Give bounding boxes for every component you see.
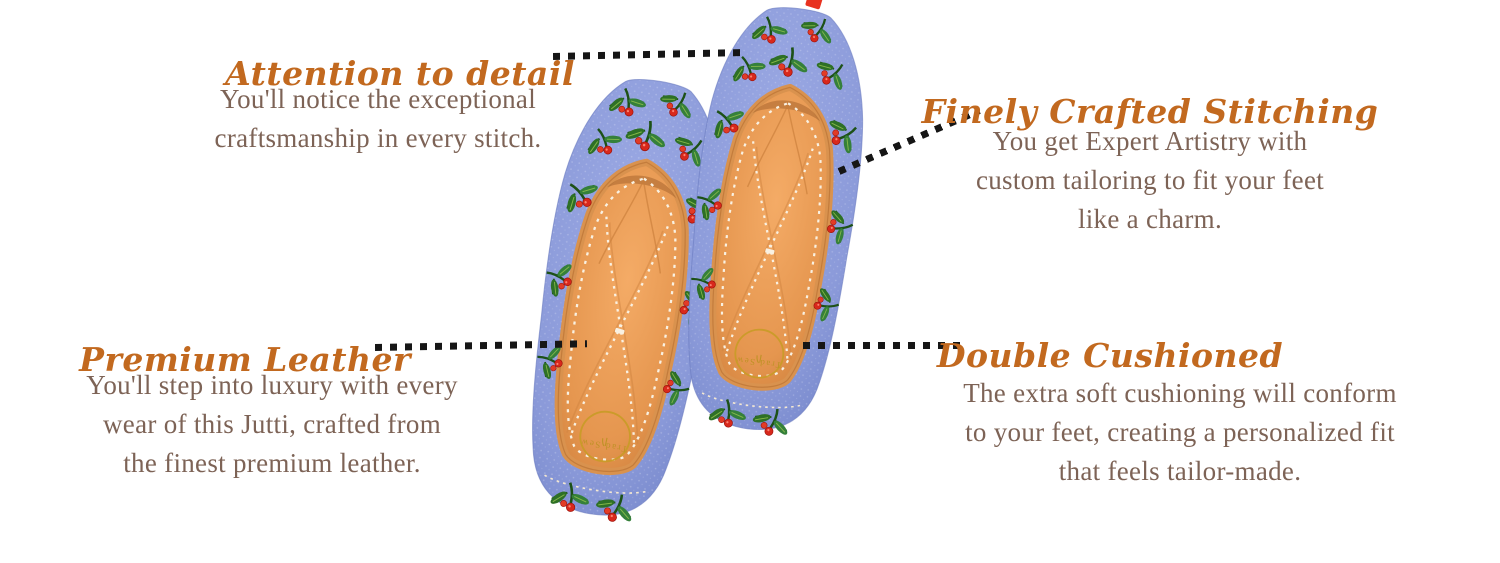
callout-body-double-cushioned: The extra soft cushioning will conform t… xyxy=(963,374,1397,491)
callout-body-line: craftsmanship in every stitch. xyxy=(214,123,542,153)
callout-title-premium-leather: Premium Leather xyxy=(79,340,411,380)
callout-body-line: like a charm. xyxy=(1077,204,1223,234)
red-tag xyxy=(805,0,823,10)
callout-body-finely-crafted-stitching: You get Expert Artistry with custom tail… xyxy=(976,122,1324,239)
callout-body-line: custom tailoring to fit your feet xyxy=(975,165,1325,195)
callout-body-attention-to-detail: You'll notice the exceptional craftsmans… xyxy=(215,80,542,158)
callout-body-line: the finest premium leather. xyxy=(123,448,421,478)
callout-title-attention-to-detail: Attention to detail xyxy=(225,54,575,94)
callout-body-line: You'll step into luxury with every xyxy=(86,370,458,400)
callout-title-finely-crafted-stitching: Finely Crafted Stitching xyxy=(921,92,1379,132)
callout-body-line: wear of this Jutti, crafted from xyxy=(103,409,441,439)
callout-body-premium-leather: You'll step into luxury with every wear … xyxy=(86,366,458,483)
callout-body-line: to your feet, creating a personalized fi… xyxy=(965,417,1395,447)
jutti-right-shoe xyxy=(664,0,886,448)
callout-body-line: You'll notice the exceptional xyxy=(219,84,537,114)
callout-body-line: that feels tailor-made. xyxy=(1058,456,1302,486)
callout-title-double-cushioned: Double Cushioned xyxy=(936,336,1284,376)
callout-body-line: The extra soft cushioning will conform xyxy=(963,378,1397,408)
callout-body-line: You get Expert Artistry with xyxy=(992,126,1308,156)
connector-double-cushioned xyxy=(803,342,967,349)
